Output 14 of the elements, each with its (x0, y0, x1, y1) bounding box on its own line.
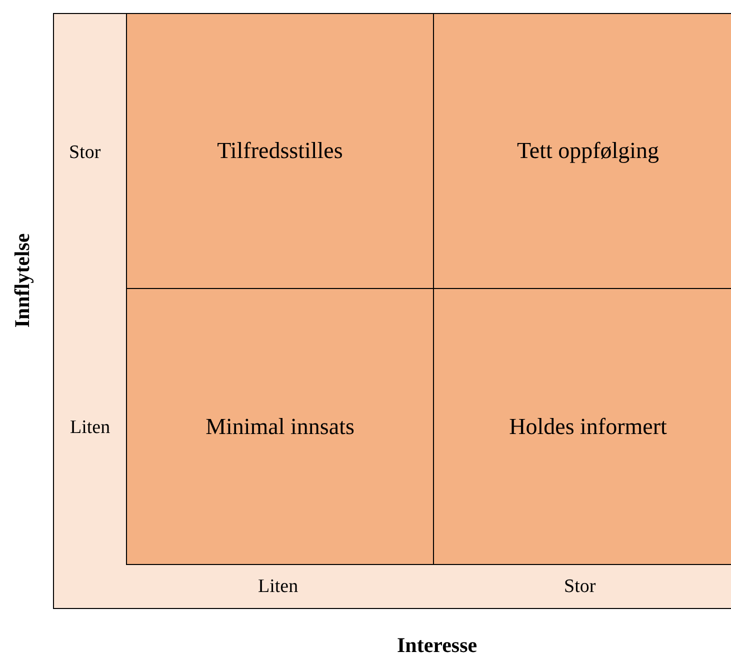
quadrant-label: Tett oppfølging (516, 138, 660, 164)
axis-tick-label: Liten (70, 417, 110, 439)
quadrant-box (126, 288, 434, 565)
axis-tick-label: Stor (564, 576, 596, 598)
quadrant-box (433, 13, 731, 289)
axis-tick-label: Liten (258, 576, 298, 598)
quadrant-label: Minimal innsats (206, 414, 354, 440)
axis-title: Interesse (397, 632, 478, 656)
quadrant-label: Tilfredsstilles (217, 138, 343, 164)
quadrant-label: Holdes informert (509, 414, 667, 440)
quadrant-box (433, 288, 731, 565)
axis-tick-label: Stor (69, 142, 101, 164)
axis-title: Innflytelse (9, 232, 34, 328)
quadrant-box (126, 13, 434, 289)
